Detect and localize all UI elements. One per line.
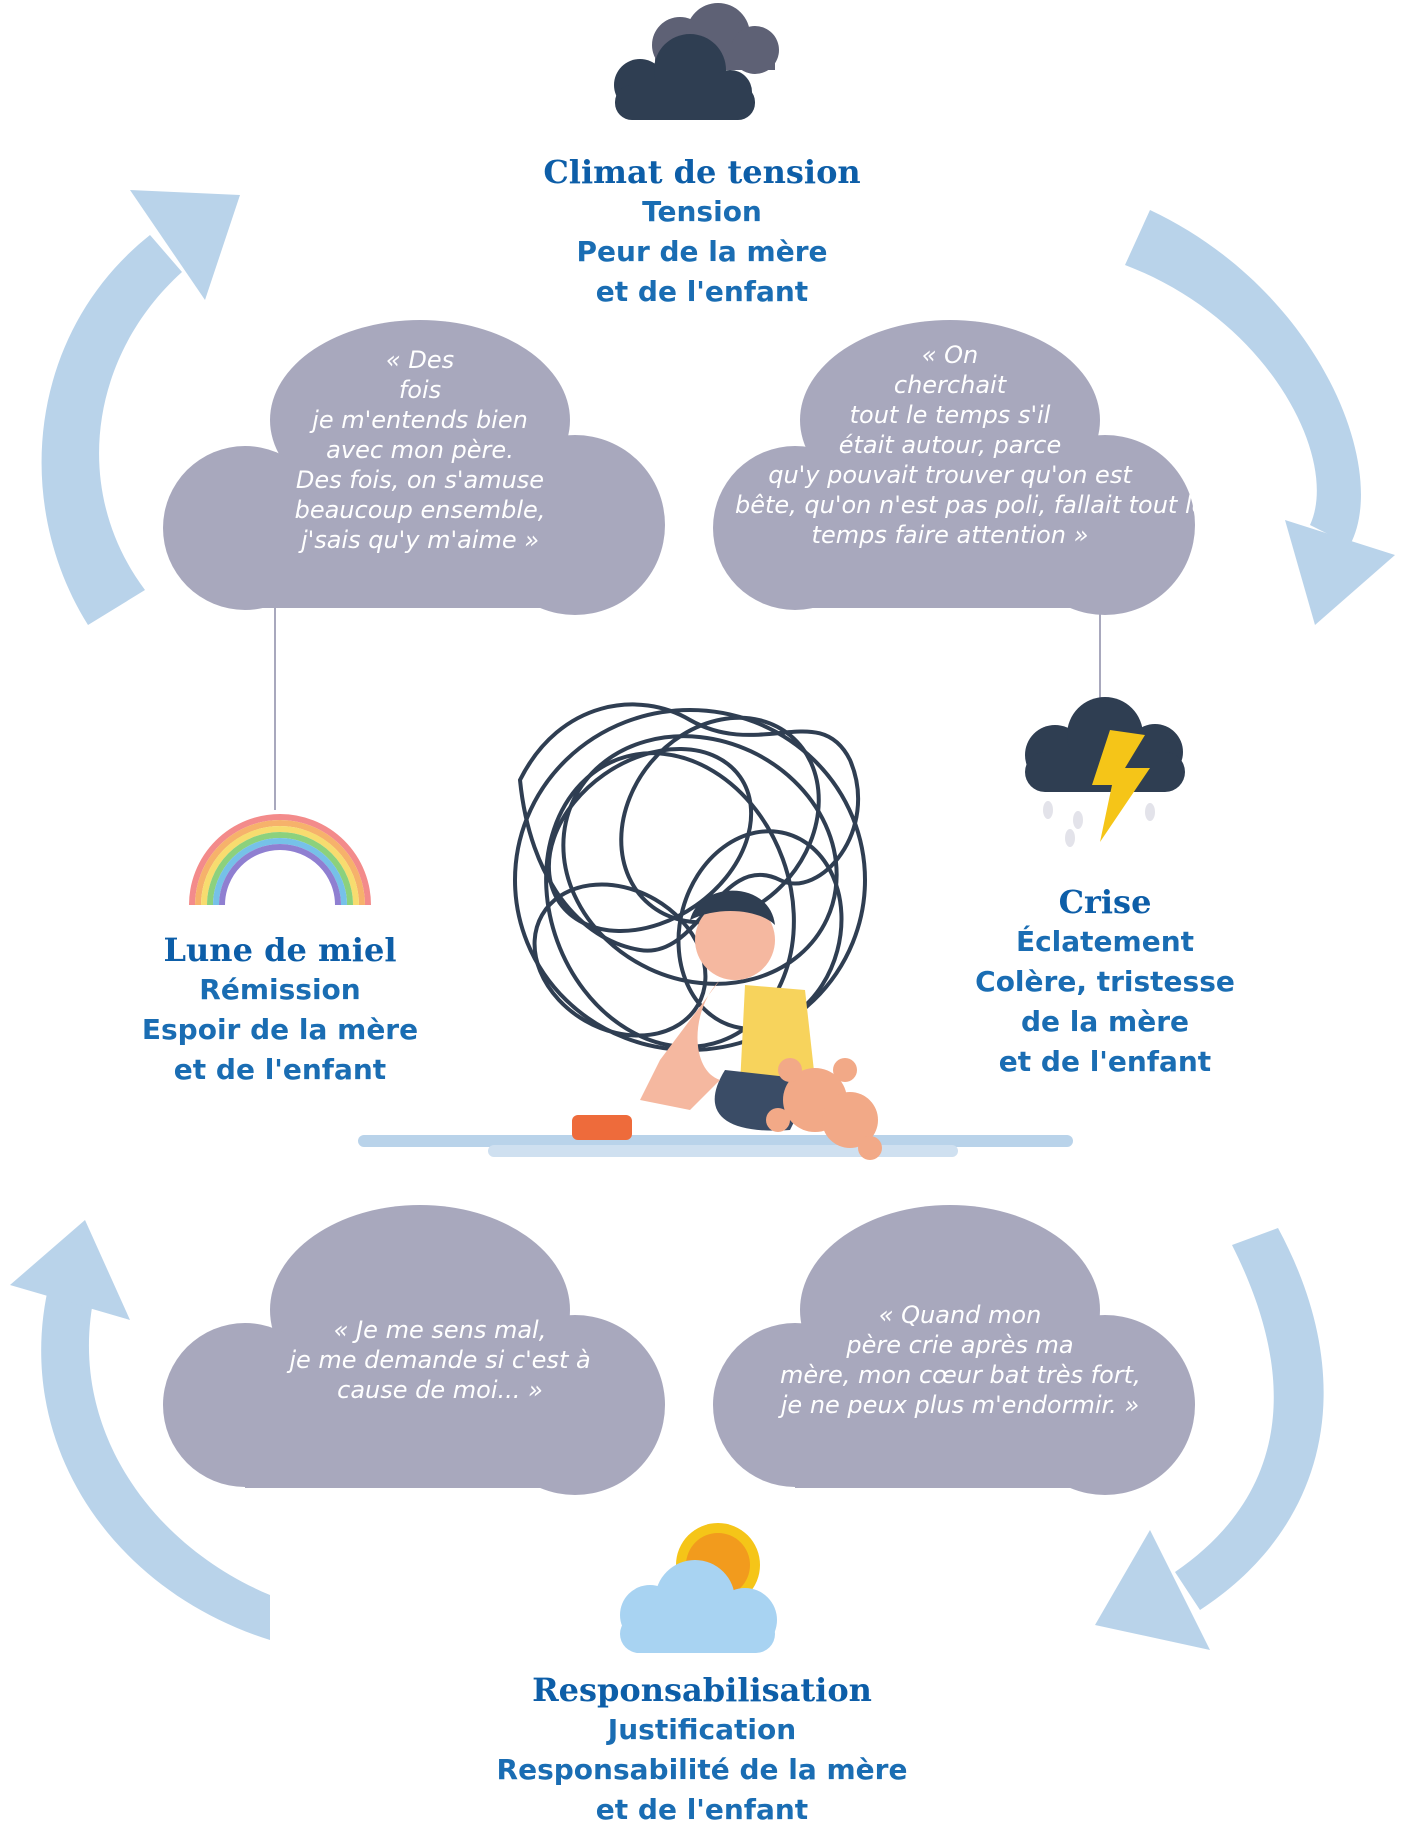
quote-line: « Je me sens mal, <box>333 1316 547 1344</box>
storm-cloud-icon <box>1025 697 1185 847</box>
quote-line: « On <box>921 341 979 369</box>
quote-line: je me demande si c'est à <box>289 1346 591 1374</box>
arrow-top-right <box>1125 210 1395 625</box>
stage-line: Responsabilité de la mère <box>496 1753 908 1786</box>
quote-line: temps faire attention » <box>811 521 1089 549</box>
quote-line: je m'entends bien <box>312 406 528 434</box>
quote-line: bête, qu'on n'est pas poli, fallait tout… <box>735 491 1207 519</box>
stage-line: Espoir de la mère <box>141 1013 419 1046</box>
quote-line: qu'y pouvait trouver qu'on est <box>768 461 1132 489</box>
arrow-top-left <box>41 190 240 625</box>
quote-line: beaucoup ensemble, <box>294 496 546 524</box>
stage-line: et de l'enfant <box>595 275 809 308</box>
quote-line: j'sais qu'y m'aime » <box>300 526 540 554</box>
quote-line: « Quand mon <box>878 1301 1042 1329</box>
quote-bottom-right: « Quand mon père crie après ma mère, mon… <box>780 1300 1141 1420</box>
stage-title: Responsabilisation <box>532 1671 872 1709</box>
stage-title: Lune de miel <box>163 931 397 969</box>
quote-top-right: « On cherchait tout le temps s'il était … <box>735 340 1207 550</box>
rainbow-icon <box>189 814 371 906</box>
quote-cloud-bottom-right <box>713 1205 1195 1495</box>
arrow-bottom-left <box>10 1220 270 1640</box>
quote-line: cause de moi... » <box>337 1376 543 1404</box>
quote-line: « Des <box>385 346 455 374</box>
cycle-arrows <box>10 190 1395 1650</box>
stage-tension: Climat de tension Tension Peur de la mèr… <box>502 152 902 312</box>
quote-cloud-bottom-left <box>163 1205 665 1495</box>
stage-line: Tension <box>642 195 762 228</box>
quote-line: Des fois, on s'amuse <box>295 466 545 494</box>
stage-line: et de l'enfant <box>998 1045 1212 1078</box>
stage-responsabilisation: Responsabilisation Justification Respons… <box>452 1670 952 1830</box>
sun-cloud-icon <box>620 1523 777 1653</box>
stage-lune-de-miel: Lune de miel Rémission Espoir de la mère… <box>130 930 430 1090</box>
stage-line: Justification <box>607 1713 797 1746</box>
quote-line: avec mon père. <box>326 436 514 464</box>
arrow-bottom-right <box>1095 1228 1324 1650</box>
quote-cloud-top-right <box>713 320 1195 700</box>
quote-line: père crie après ma <box>846 1331 1074 1359</box>
quote-line: était autour, parce <box>838 431 1062 459</box>
quote-line: tout le temps s'il <box>849 401 1051 429</box>
child-illustration <box>358 702 1073 1160</box>
stage-line: Rémission <box>199 973 361 1006</box>
stage-line: de la mère <box>1021 1005 1189 1038</box>
quote-line: je ne peux plus m'endormir. » <box>780 1391 1140 1419</box>
quote-line: cherchait <box>893 371 1007 399</box>
stage-title: Crise <box>1058 883 1152 921</box>
dark-cloud-icon <box>614 3 779 120</box>
quote-line: fois <box>398 376 442 404</box>
quote-cloud-top-left <box>163 320 665 810</box>
stage-line: et de l'enfant <box>595 1793 809 1826</box>
stage-line: Éclatement <box>1015 925 1195 958</box>
quote-bottom-left: « Je me sens mal, je me demande si c'est… <box>280 1315 600 1405</box>
stage-line: Colère, tristesse <box>975 965 1235 998</box>
stage-line: Peur de la mère <box>576 235 828 268</box>
stage-crise: Crise Éclatement Colère, tristesse de la… <box>955 882 1255 1082</box>
floor <box>358 1135 1073 1147</box>
quote-top-left: « Des fois je m'entends bien avec mon pè… <box>270 345 570 555</box>
quote-line: mère, mon cœur bat très fort, <box>780 1361 1141 1389</box>
stage-title: Climat de tension <box>543 153 861 191</box>
stage-line: et de l'enfant <box>173 1053 387 1086</box>
